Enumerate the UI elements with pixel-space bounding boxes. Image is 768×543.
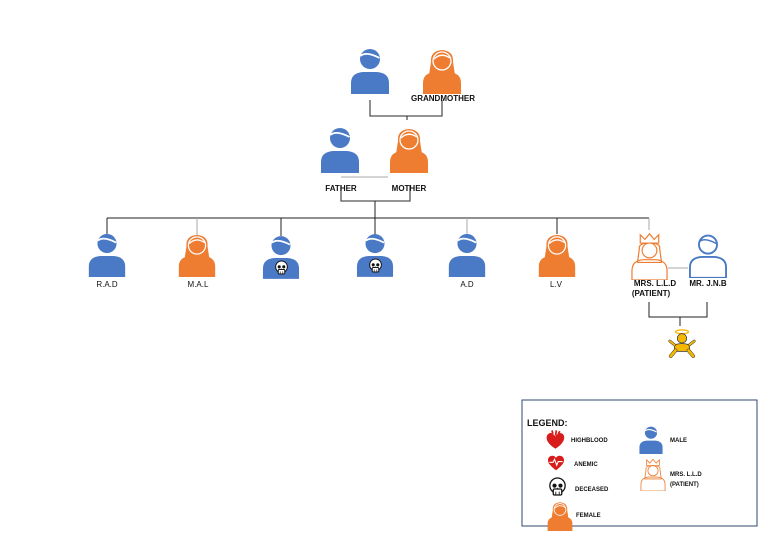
sibling-ad: A.D [447,233,487,289]
male-icon [447,233,487,277]
mother-label: MOTHER [392,184,427,193]
sibling-label: R.A.D [96,280,118,289]
patient-role-label: (PATIENT) [632,289,671,298]
father-male-icon [320,127,360,173]
legend-label-patient: MRS. L.L.D [670,472,702,478]
male-icon [87,233,127,277]
spouse: MR. J.N.B [689,234,727,288]
sibling-lv: L.V [538,234,576,289]
legend-label-male: MALE [670,438,687,444]
female-icon [178,234,216,277]
connector-lines [106,100,708,326]
sibling-rad: R.A.D [87,233,127,289]
legend-title: LEGEND: [527,418,568,428]
male-outline-icon [689,234,727,278]
legend: LEGEND: HIGHBLOOD ANEMIC DECEASED FEMALE… [521,399,758,531]
baby-icon [668,327,696,359]
sibling-deceased-2 [356,233,394,277]
crowned-female-outline-icon [631,233,668,280]
grandmother-female-icon [422,49,462,94]
father-label: FATHER [325,184,357,193]
sibling-label: M.A.L [188,280,209,289]
sibling-label: A.D [460,280,474,289]
legend-label-highblood: HIGHBLOOD [571,438,608,444]
sibling-mal: M.A.L [178,234,216,289]
patient-union-line [648,302,708,318]
grandmother-label: GRANDMOTHER [411,94,475,103]
sibling-deceased-1 [262,235,300,279]
legend-label-female: FEMALE [576,513,601,519]
spouse-label: MR. J.N.B [689,279,727,288]
legend-label-patient-role: (PATIENT) [670,482,699,488]
legend-label-deceased: DECEASED [575,487,609,493]
female-icon [538,234,576,277]
sibling-label: L.V [550,280,563,289]
mother-female-icon [389,128,429,173]
legend-label-anemic: ANEMIC [574,462,598,468]
patient: MRS. L.L.D (PATIENT) [631,233,676,298]
grandparents-union-line [369,100,443,117]
patient-name-label: MRS. L.L.D [634,279,676,288]
grandfather-male-icon [350,48,390,94]
